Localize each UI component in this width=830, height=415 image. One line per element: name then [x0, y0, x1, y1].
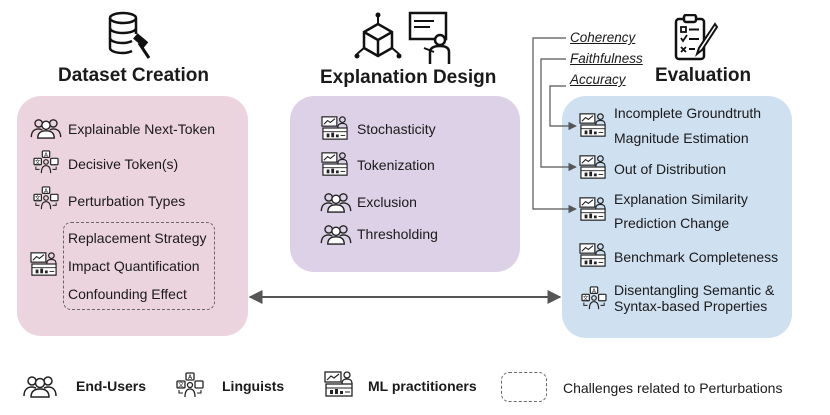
- linguists-icon: [32, 186, 60, 210]
- ml-practitioners-icon: [320, 115, 350, 141]
- list-item: Thresholding: [357, 226, 438, 242]
- list-item: Disentangling Semantic &: [614, 282, 775, 298]
- list-item: Explainable Next-Token: [68, 121, 216, 137]
- end-users-icon: [320, 223, 352, 245]
- checklist-clipboard-icon: [674, 14, 719, 61]
- metric-faithfulness: Faithfulness: [570, 51, 643, 66]
- end-users-icon: [23, 374, 57, 398]
- metric-coherency: Coherency: [570, 30, 636, 45]
- list-item: Tokenization: [357, 157, 435, 173]
- legend-end-users: End-Users: [76, 378, 147, 394]
- list-item: Replacement Strategy: [68, 230, 207, 246]
- list-item: Perturbation Types: [68, 193, 186, 209]
- linguists-icon: [32, 150, 60, 174]
- presentation-cube-icon: [354, 11, 451, 64]
- ml-practitioners-icon: [320, 151, 350, 177]
- ml-practitioners-icon: [578, 242, 608, 268]
- linguists-icon: [175, 372, 205, 398]
- list-item: Magnitude Estimation: [614, 130, 749, 146]
- list-item: Explanation Similarity: [614, 191, 748, 207]
- dataset-creation-title: Dataset Creation: [58, 65, 209, 86]
- list-item: Out of Distribution: [614, 161, 727, 177]
- evaluation-title: Evaluation: [655, 65, 752, 86]
- list-item: Stochasticity: [357, 121, 436, 137]
- linguists-icon: [580, 286, 608, 310]
- legend-linguists: Linguists: [222, 378, 285, 394]
- ml-practitioners-icon: [29, 251, 59, 277]
- coherency-connector: [532, 37, 577, 214]
- list-item: Decisive Token(s): [68, 156, 179, 172]
- ml-practitioners-icon: [578, 196, 608, 222]
- end-users-icon: [320, 191, 352, 213]
- list-item: Prediction Change: [614, 215, 730, 231]
- list-item: Confounding Effect: [68, 286, 187, 302]
- dataset-creation-panel: [17, 96, 248, 336]
- legend-challenges: Challenges related to Perturbations: [563, 380, 783, 396]
- ml-practitioners-icon: [578, 112, 608, 138]
- explanation-design-title: Explanation Design: [320, 67, 497, 88]
- list-item: Impact Quantification: [68, 258, 200, 274]
- legend-dashed-box: [501, 372, 547, 402]
- list-item: Benchmark Completeness: [614, 249, 779, 265]
- database-hammer-icon: [108, 11, 151, 59]
- legend-ml-practitioners: ML practitioners: [368, 378, 477, 394]
- list-item: Incomplete Groundtruth: [614, 105, 762, 121]
- metric-accuracy: Accuracy: [570, 72, 626, 87]
- accuracy-connector: [549, 85, 577, 131]
- list-item: Exclusion: [357, 194, 417, 210]
- faithfulness-connector: [540, 58, 577, 172]
- ml-practitioners-icon: [578, 154, 608, 180]
- list-item: Syntax-based Properties: [614, 298, 768, 314]
- end-users-icon: [30, 117, 62, 139]
- ml-practitioners-icon: [323, 370, 355, 398]
- perturbation-challenges-box: [63, 222, 215, 310]
